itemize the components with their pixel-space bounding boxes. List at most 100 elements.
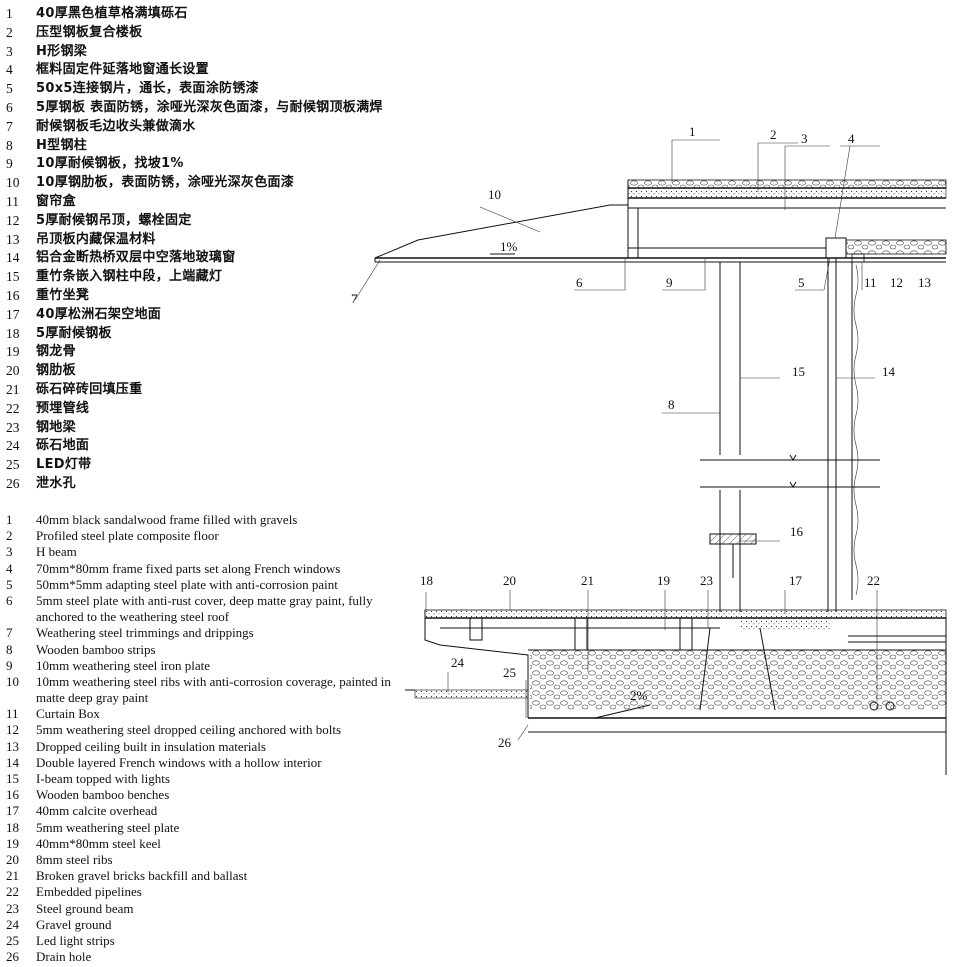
legend-item-number: 22 <box>6 884 19 900</box>
legend-item-text: 钢龙骨 <box>36 344 76 360</box>
ceiling-insulation <box>845 239 947 255</box>
legend-item-number: 2 <box>6 24 13 40</box>
legend-item-number: 19 <box>6 344 20 360</box>
callout-20: 20 <box>503 573 516 588</box>
legend-item-number: 3 <box>6 544 13 560</box>
legend-item-number: 4 <box>6 560 13 576</box>
legend-item-text: 吊顶板内藏保温材料 <box>36 231 156 247</box>
legend-item-number: 21 <box>6 381 20 397</box>
gravel-layer <box>627 179 947 189</box>
callout-17: 17 <box>789 573 803 588</box>
legend-item-number: 14 <box>6 754 19 770</box>
calcite-floor <box>424 609 947 619</box>
roof-assembly: 1% <box>374 179 947 263</box>
legend-item-text: 70mm*80mm frame fixed parts set along Fr… <box>36 560 341 576</box>
legend-item-number: 1 <box>6 6 13 21</box>
legend-item-text: Curtain Box <box>36 706 100 722</box>
legend-item-text: 耐候钢板毛边收头兼做滴水 <box>36 118 196 134</box>
roof-slope-label: 1% <box>500 239 518 254</box>
callout-14: 14 <box>882 364 896 379</box>
legend-item-text: 泄水孔 <box>36 475 76 491</box>
callout-numbers: 1 2 3 4 10 7 6 9 5 11 12 13 8 15 14 16 1… <box>351 124 931 750</box>
legend-item-number: 11 <box>6 706 19 722</box>
legend-item-text: 10mm weathering steel ribs with anti-cor… <box>36 673 391 706</box>
legend-item-text: 50x5连接钢片，通长，表面涂防锈漆 <box>36 81 259 97</box>
legend-item-number: 26 <box>6 949 19 965</box>
legend-item-number: 11 <box>6 193 19 209</box>
legend-item-number: 22 <box>6 400 20 416</box>
legend-item-number: 4 <box>6 62 13 78</box>
legend-item-number: 25 <box>6 457 20 473</box>
legend-item-number: 24 <box>6 438 20 454</box>
legend-item-number: 12 <box>6 722 19 738</box>
legend-item-text: 40厚黑色植草格满填砾石 <box>36 6 188 21</box>
curtain-box <box>825 237 847 259</box>
legend-item-text: 窗帘盒 <box>36 193 76 209</box>
legend-item-text: 5厚耐候钢吊顶，螺栓固定 <box>36 212 192 228</box>
callout-21: 21 <box>581 573 594 588</box>
callout-leaders <box>354 139 880 741</box>
callout-8: 8 <box>668 397 675 412</box>
legend-item-number: 13 <box>6 738 19 754</box>
callout-5: 5 <box>798 275 805 290</box>
legend-item-number: 1 <box>6 512 13 527</box>
legend-item-text: 重竹坐凳 <box>36 287 90 303</box>
callout-1: 1 <box>689 124 696 139</box>
callout-25: 25 <box>503 665 516 680</box>
composite-floor <box>627 187 947 199</box>
legend-item-number: 16 <box>6 787 19 803</box>
callout-2: 2 <box>770 127 777 142</box>
legend-item-number: 2 <box>6 528 13 544</box>
legend-item-text: 5厚钢板 表面防锈，涂哑光深灰色面漆，与耐候钢顶板满焊 <box>36 99 383 115</box>
legend-item-number: 9 <box>6 156 13 172</box>
legend-item-text: Broken gravel bricks backfill and ballas… <box>36 868 248 884</box>
legend-item-number: 17 <box>6 803 19 819</box>
legend-item-text: 5mm steel plate with anti-rust cover, de… <box>36 592 373 625</box>
callout-16: 16 <box>790 524 804 539</box>
legend-item-number: 10 <box>6 673 19 689</box>
legend-item-number: 17 <box>6 306 20 322</box>
legend-item-text: 框料固定件延落地窗通长设置 <box>36 62 209 78</box>
legend-item-text: Weathering steel trimmings and drippings <box>36 625 254 641</box>
legend-item-number: 8 <box>6 137 13 153</box>
callout-13: 13 <box>918 275 931 290</box>
callout-11: 11 <box>864 275 877 290</box>
legend-item-text: 5厚耐候钢板 <box>36 325 112 341</box>
legend-item-text: Drain hole <box>36 949 92 965</box>
legend-item-text: 砾石地面 <box>36 438 90 454</box>
legend-item-text: 钢肋板 <box>36 363 76 379</box>
legend-item-text: Embedded pipelines <box>36 884 142 900</box>
gravel-backfill <box>530 650 946 710</box>
legend-item-number: 12 <box>6 212 20 228</box>
legend-item-text: 8mm steel ribs <box>36 851 113 867</box>
legend-item-text: LED灯带 <box>36 457 92 473</box>
legend-item-number: 19 <box>6 835 19 851</box>
legend-item-number: 9 <box>6 657 13 673</box>
legend-item-number: 7 <box>6 625 13 641</box>
callout-22: 22 <box>867 573 880 588</box>
callout-18: 18 <box>420 573 433 588</box>
legend-item-number: 13 <box>6 231 20 247</box>
legend-item-text: 40mm black sandalwood frame filled with … <box>36 512 298 527</box>
callout-3: 3 <box>801 131 808 146</box>
legend-item-text: I-beam topped with lights <box>36 771 170 787</box>
legend-item-number: 24 <box>6 916 19 932</box>
legend-item-number: 26 <box>6 475 20 491</box>
legend-item-number: 21 <box>6 868 19 884</box>
roof-edge-slope <box>374 204 628 259</box>
callout-9: 9 <box>666 275 673 290</box>
legend-item-text: 铝合金断热桥双层中空落地玻璃窗 <box>36 250 236 266</box>
legend-item-text: 钢地梁 <box>36 419 76 435</box>
legend-item-text: Profiled steel plate composite floor <box>36 528 219 544</box>
legend-item-text: H型钢柱 <box>36 137 88 153</box>
callout-4: 4 <box>848 131 855 146</box>
legend-item-text: 40mm*80mm steel keel <box>36 835 161 851</box>
legend-item-text: H beam <box>36 544 77 560</box>
legend-item-text: 40mm calcite overhead <box>36 803 158 819</box>
legend-item-text: 砾石碎砖回填压重 <box>36 381 143 397</box>
floor-assembly: 2% <box>405 609 947 775</box>
callout-24: 24 <box>451 655 465 670</box>
legend-item-number: 25 <box>6 932 19 948</box>
legend-item-text: 50mm*5mm adapting steel plate with anti-… <box>36 576 338 592</box>
